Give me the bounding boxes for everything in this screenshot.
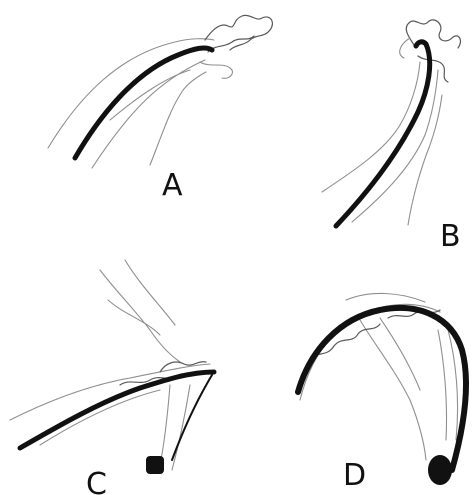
panel-c-label: C: [86, 467, 107, 495]
panel-b: B: [322, 20, 461, 254]
panel-c-catheter-tip: [146, 456, 164, 474]
panel-d-label: D: [343, 458, 366, 493]
panel-a-label: A: [162, 168, 183, 203]
panel-c: C: [10, 260, 214, 495]
panel-d-catheter: [298, 308, 466, 470]
panel-c-catheter: [20, 372, 214, 448]
panel-a-catheter: [75, 48, 212, 158]
panel-b-catheter: [336, 42, 430, 226]
panel-d: D: [298, 293, 466, 493]
panel-b-vessels: [322, 20, 460, 225]
panel-b-label: B: [440, 219, 461, 254]
panel-a: A: [48, 15, 272, 203]
panel-d-catheter-tip: [428, 455, 452, 485]
